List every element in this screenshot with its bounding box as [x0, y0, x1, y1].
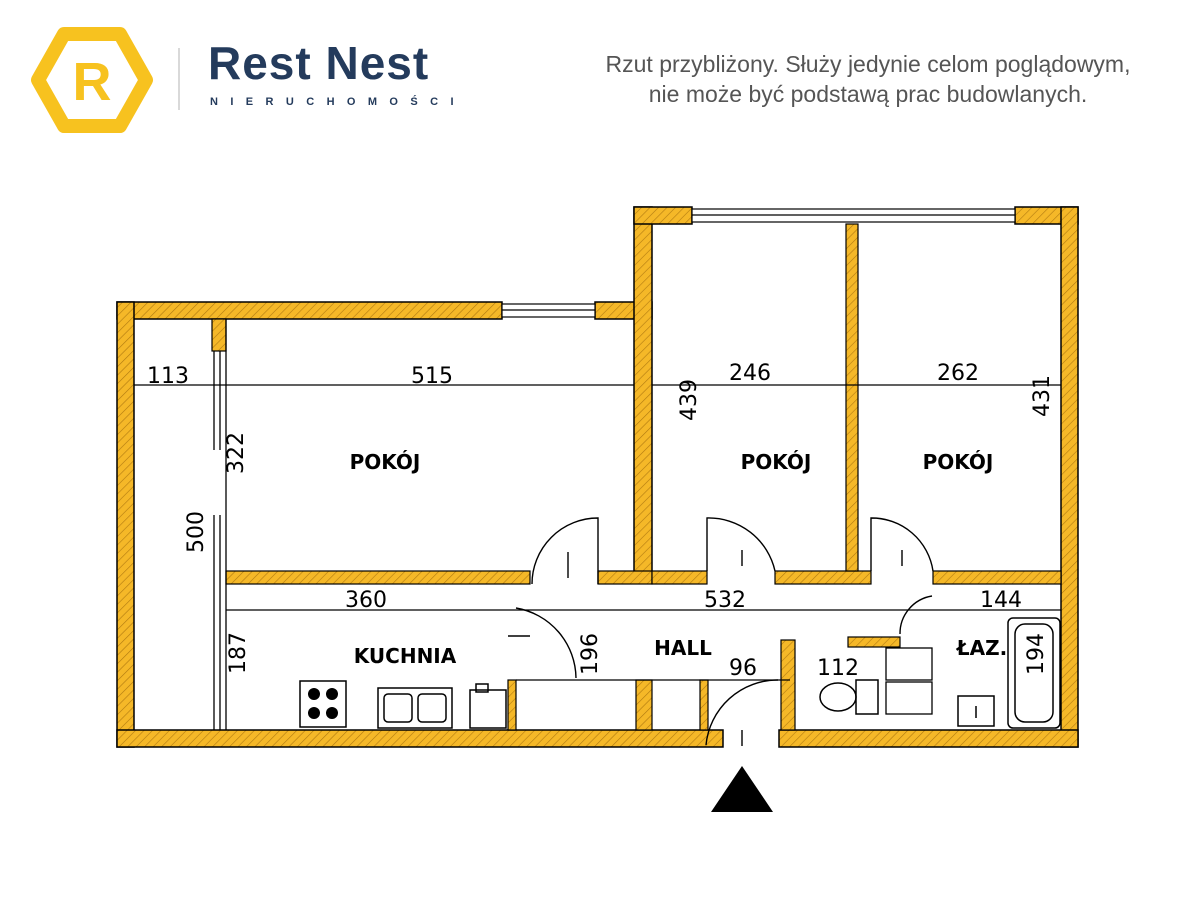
room-label-left: POKÓJ — [350, 450, 421, 474]
dim-room-left-width: 515 — [411, 364, 453, 389]
dim-room-right-width: 262 — [937, 361, 979, 386]
dim-hall-width: 532 — [704, 588, 746, 613]
dim-balcony-length: 500 — [184, 511, 209, 553]
rest-nest-logo-icon: R — [31, 27, 153, 133]
room-label-middle: POKÓJ — [741, 450, 812, 474]
dim-room-right-height: 431 — [1030, 375, 1055, 417]
windows — [501, 208, 1016, 318]
toilet — [819, 679, 879, 715]
bathtub — [1007, 617, 1061, 729]
dim-room-middle-width: 246 — [729, 361, 771, 386]
disclaimer-line-1: Rzut przybliżony. Służy jedynie celom po… — [605, 51, 1131, 77]
entrance-arrow-icon — [711, 766, 773, 812]
dim-wc-width: 112 — [817, 656, 859, 681]
room-label-kitchen: KUCHNIA — [354, 644, 457, 668]
dim-balcony-width: 113 — [147, 364, 189, 389]
brand-divider — [178, 48, 180, 110]
brand-name: Rest Nest — [208, 37, 430, 89]
room-label-bathroom: ŁAZ. — [956, 636, 1007, 660]
dim-room-middle-height: 439 — [677, 379, 702, 421]
dimension-lines — [134, 384, 1061, 681]
kitchen-cabinet — [469, 683, 507, 729]
dim-bathroom-width: 144 — [980, 588, 1022, 613]
dim-kitchen-width: 360 — [345, 588, 387, 613]
dim-bathtub-length: 194 — [1024, 633, 1049, 675]
interior-walls — [211, 223, 1062, 731]
stove — [299, 680, 347, 728]
brand-subtitle: NIERUCHOMOŚCI — [210, 96, 466, 108]
balcony-railing — [213, 319, 227, 730]
logo-letter: R — [73, 52, 112, 112]
disclaimer: Rzut przybliżony. Służy jedynie celom po… — [548, 50, 1188, 110]
washing-machine — [885, 647, 933, 715]
doors — [508, 517, 934, 746]
dim-hall-height: 196 — [578, 633, 603, 675]
dim-entrance-width: 96 — [729, 656, 757, 681]
dim-kitchen-height: 187 — [226, 632, 251, 674]
room-label-hall: HALL — [654, 636, 712, 660]
exterior-walls — [116, 206, 1079, 748]
sink — [377, 687, 453, 729]
dim-room-left-height: 322 — [224, 432, 249, 474]
disclaimer-line-2: nie może być podstawą prac budowlanych. — [648, 80, 1088, 107]
bathroom-sink — [957, 695, 995, 727]
room-label-right: POKÓJ — [923, 450, 994, 474]
